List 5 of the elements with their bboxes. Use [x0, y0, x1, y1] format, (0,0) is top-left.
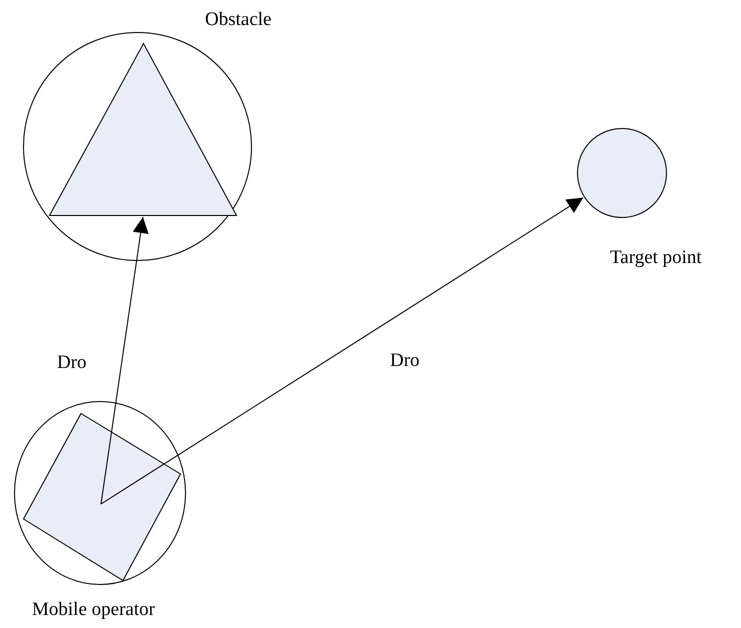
node-label: Target point: [610, 247, 702, 269]
arrow: [100, 216, 149, 504]
arrow: [100, 197, 584, 504]
node-label: Mobile operator: [32, 599, 155, 621]
node-label: Obstacle: [205, 9, 272, 31]
